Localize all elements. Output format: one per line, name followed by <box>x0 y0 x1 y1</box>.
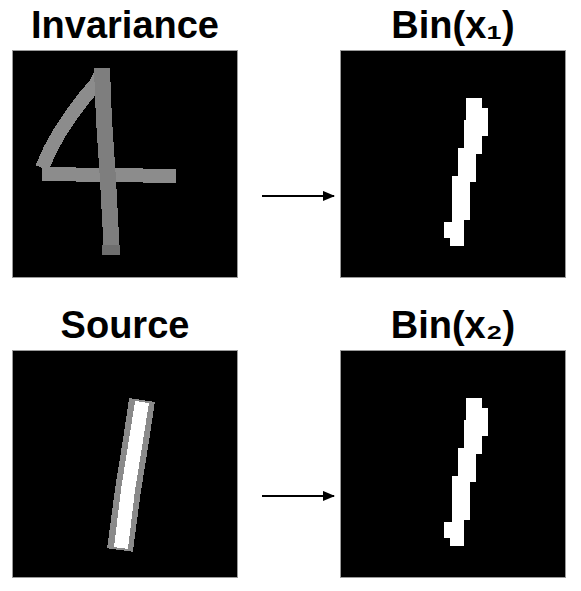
panel-heading: Bin(x₂) <box>340 302 566 350</box>
arrow-connector <box>262 195 334 197</box>
digit-image <box>12 50 238 278</box>
panel-heading: Invariance <box>12 2 238 50</box>
digit-image <box>340 50 566 278</box>
image-panel: Bin(x₁) <box>340 2 566 278</box>
panel-heading: Bin(x₁) <box>340 2 566 50</box>
panel-heading: Source <box>12 302 238 350</box>
digit-image <box>340 350 566 578</box>
digit-image <box>12 350 238 578</box>
arrow-connector <box>262 495 334 497</box>
image-panel: Source <box>12 302 238 578</box>
image-panel: Invariance <box>12 2 238 278</box>
image-panel: Bin(x₂) <box>340 302 566 578</box>
